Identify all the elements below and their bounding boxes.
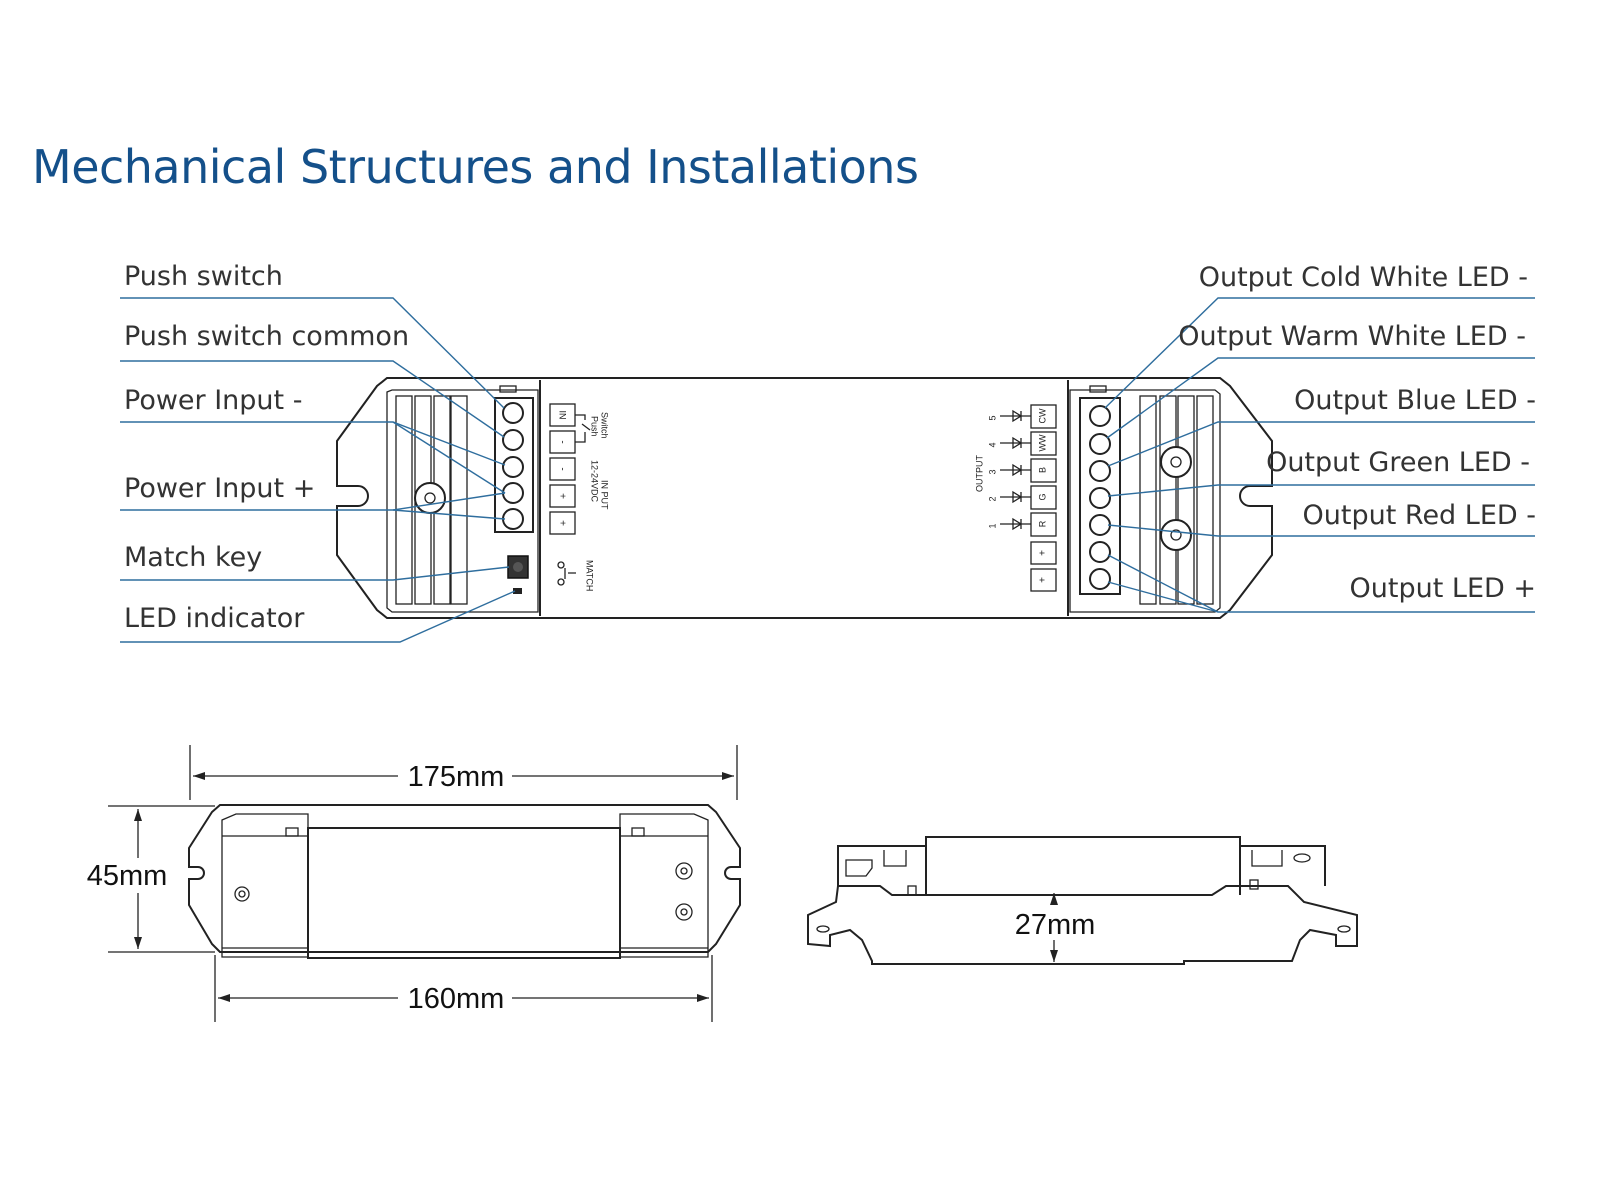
switch-text: Switch [600,412,610,439]
left-callouts: Push switch Push switch common Power Inp… [120,261,516,643]
input-legend-in: IN [558,411,568,420]
label-output-green: Output Green LED - [1266,447,1530,478]
label-output-warm-white: Output Warm White LED - [1178,321,1526,352]
right-heat-ribs [1139,395,1214,605]
output-plus-1: + [1038,550,1049,556]
housing-outline [336,377,1273,619]
input-text: IN PUT [600,480,610,510]
led-indicator [513,588,522,594]
output-plus-2: + [1038,577,1049,583]
screw-right-top [1160,446,1192,478]
label-output-blue: Output Blue LED - [1294,385,1536,416]
dimension-175mm: 175mm [408,761,505,793]
ch5-code: CW [1037,408,1047,423]
ch3-code: B [1037,467,1047,473]
screw-left [414,482,446,514]
voltage-text: 12-24VDC [590,460,600,503]
label-power-input-plus: Power Input + [124,473,315,504]
page-title: Mechanical Structures and Installations [32,140,919,194]
label-push-switch: Push switch [124,261,283,292]
dimension-160mm: 160mm [408,983,505,1015]
input-terminal-block [494,397,534,533]
ch2-num: 2 [987,496,997,501]
label-output-red: Output Red LED - [1303,500,1536,531]
label-power-input-minus: Power Input - [124,385,302,416]
ch5-num: 5 [987,415,997,420]
ch1-num: 1 [987,523,997,528]
label-match-key: Match key [124,542,262,573]
input-legend-panel: IN - - + + Switch Push IN PUT 12-24VDC M… [549,403,610,591]
output-legend-panel: OUTPUT CW 5 WW 4 B 3 G 2 R 1 + + [974,404,1057,592]
dimension-view-side: 27mm [807,836,1358,965]
input-legend-plus-1: + [556,493,567,499]
ch2-code: G [1037,493,1047,500]
label-output-cold-white: Output Cold White LED - [1199,262,1528,293]
controller-top-view: IN - - + + Switch Push IN PUT 12-24VDC M… [336,377,1273,619]
input-legend-plus-2: + [556,520,567,526]
right-callouts: Output Cold White LED - Output Warm Whit… [1104,262,1536,613]
label-led-indicator: LED indicator [124,603,305,634]
dimension-45mm: 45mm [87,860,168,892]
right-endcap [1069,389,1221,613]
ch4-code: WW [1037,434,1047,451]
dimension-view-top: 175mm 160mm 45mm [87,745,741,1022]
match-text: MATCH [585,560,595,591]
label-push-switch-common: Push switch common [124,321,409,352]
left-endcap [386,389,539,613]
ch1-code: R [1037,520,1047,527]
ch3-num: 3 [987,469,997,474]
push-text: Push [590,416,600,437]
input-legend-minus-2: - [556,467,567,470]
output-text: OUTPUT [974,455,984,493]
dimension-27mm: 27mm [1015,909,1096,941]
input-legend-minus-1: - [556,440,567,443]
side-body [837,836,1326,886]
ch4-num: 4 [987,442,997,447]
side-base [807,885,1358,965]
screw-right-bottom [1160,519,1192,551]
label-output-led-plus: Output LED + [1350,573,1536,604]
